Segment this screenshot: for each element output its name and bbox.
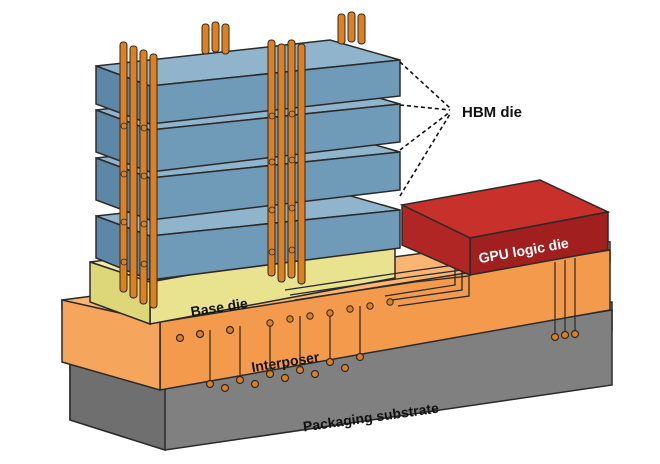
tsv-pillars	[119, 11, 366, 309]
micro-bumps	[120, 110, 296, 268]
hbm-callout-lines	[399, 61, 451, 197]
interposer-vias	[175, 258, 580, 393]
hbm-die-label: HBM die	[462, 104, 522, 121]
hbm-callout: HBM die	[399, 61, 522, 197]
gpu-logic-die: GPU logic die	[399, 179, 611, 277]
base-bumps	[266, 298, 394, 327]
gpu-side	[401, 203, 471, 277]
